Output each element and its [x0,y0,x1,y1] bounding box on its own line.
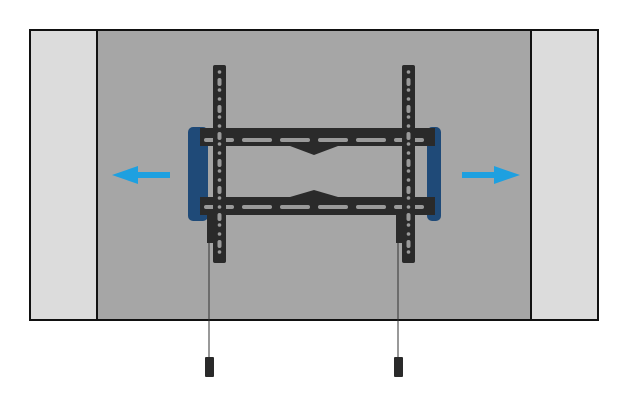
arm-slot [217,213,222,221]
arm-hole [217,169,222,173]
arm-hole [406,232,411,236]
arm-slot [217,240,222,248]
arm-hole [217,124,222,128]
arm-hole [406,223,411,227]
wall-mount-bracket [188,65,441,377]
rail-slot [280,138,310,142]
arm-hole [406,124,411,128]
arm-slot [406,213,411,221]
arm-slot [406,78,411,86]
left-cord-pull [205,357,214,377]
right-cord-pull [394,357,403,377]
arm-slot [406,240,411,248]
arm-hole [406,250,411,254]
arrow-right-icon [462,166,520,184]
rail-slot [242,205,272,209]
rail-slot [356,138,386,142]
rail-slot [318,138,348,142]
arm-hole [406,169,411,173]
bottom-rail-notch [290,190,338,197]
arm-hole [406,178,411,182]
arm-hole [406,205,411,209]
arm-slot [217,105,222,113]
arm-hole [406,70,411,74]
arm-hole [217,196,222,200]
arm-hole [406,97,411,101]
arm-hole [406,115,411,119]
rail-slot [242,138,272,142]
arm-slot [406,159,411,167]
arm-hole [217,115,222,119]
arm-hole [217,178,222,182]
rail-slot [280,205,310,209]
arm-hole [217,250,222,254]
right-latch [396,215,402,243]
top-rail [200,128,435,146]
arm-slot [406,186,411,194]
arm-hole [217,232,222,236]
arm-hole [217,205,222,209]
arm-hole [217,88,222,92]
bottom-rail [200,197,435,215]
arm-hole [406,196,411,200]
arm-slot [217,78,222,86]
arm-slot [406,105,411,113]
arm-slot [217,132,222,140]
left-latch [207,215,213,243]
rail-slot [356,205,386,209]
arm-slot [406,132,411,140]
top-rail-notch [290,146,338,155]
arrow-left-icon [112,166,170,184]
arm-hole [217,97,222,101]
arm-hole [217,151,222,155]
arm-hole [406,88,411,92]
arm-hole [217,223,222,227]
arm-hole [217,142,222,146]
arm-slot [217,159,222,167]
arm-hole [406,151,411,155]
rail-slot [318,205,348,209]
arm-hole [217,70,222,74]
arm-slot [217,186,222,194]
arm-hole [406,142,411,146]
